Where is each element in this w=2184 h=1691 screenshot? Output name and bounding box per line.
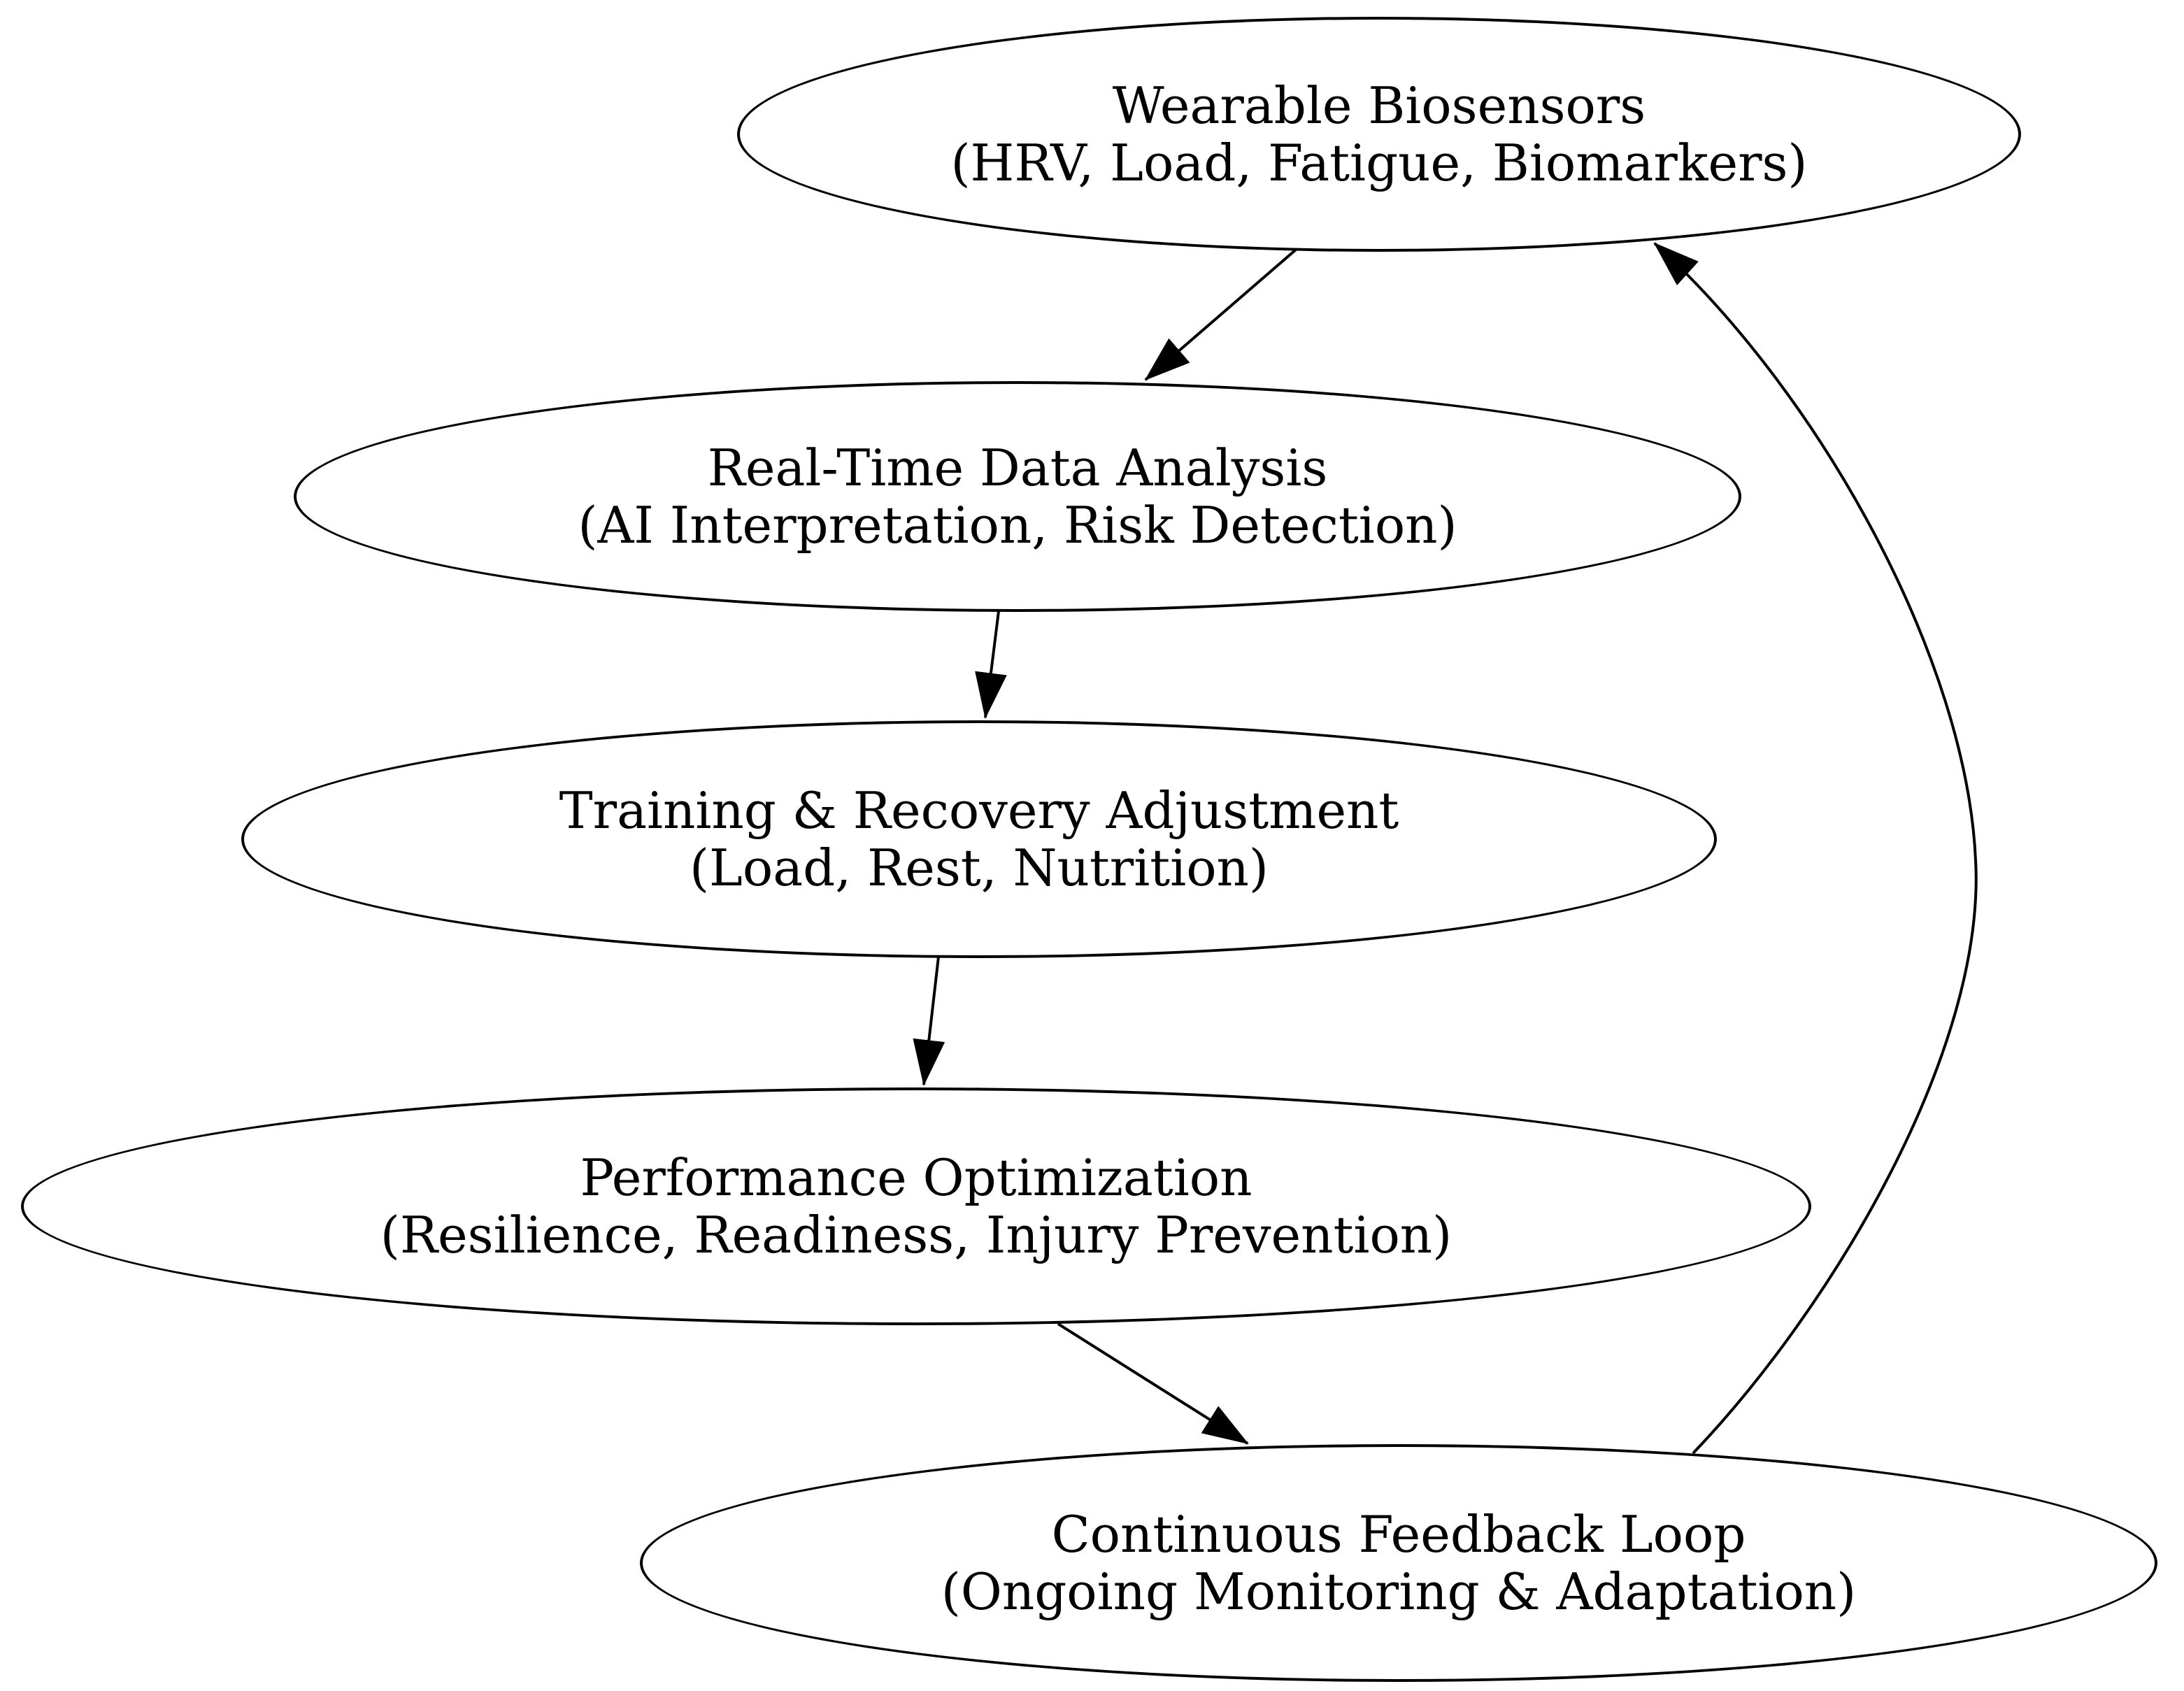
edge-optimization-to-feedback bbox=[1057, 1322, 1249, 1445]
node-sublabel: (AI Interpretation, Risk Detection) bbox=[578, 496, 1457, 555]
node-label: Performance Optimization bbox=[580, 1148, 1252, 1207]
node-label: Training & Recovery Adjustment bbox=[559, 781, 1399, 840]
node-sublabel: (Ongoing Monitoring & Adaptation) bbox=[941, 1562, 1857, 1621]
node-training-recovery-adjustment: Training & Recovery Adjustment (Load, Re… bbox=[241, 720, 1717, 958]
edge-analysis-to-adjustment bbox=[975, 611, 1007, 719]
node-sublabel: (HRV, Load, Fatigue, Biomarkers) bbox=[950, 134, 1808, 192]
node-label: Continuous Feedback Loop bbox=[1051, 1505, 1746, 1564]
node-sublabel: (Resilience, Readiness, Injury Preventio… bbox=[380, 1206, 1453, 1264]
node-label: Real-Time Data Analysis bbox=[707, 438, 1328, 497]
node-label: Wearable Biosensors bbox=[1112, 76, 1646, 135]
node-real-time-data-analysis: Real-Time Data Analysis (AI Interpretati… bbox=[294, 381, 1741, 612]
edge-wearable-to-analysis bbox=[1144, 248, 1297, 381]
node-wearable-biosensors: Wearable Biosensors (HRV, Load, Fatigue,… bbox=[737, 17, 2021, 252]
node-continuous-feedback-loop: Continuous Feedback Loop (Ongoing Monito… bbox=[640, 1444, 2157, 1682]
node-sublabel: (Load, Rest, Nutrition) bbox=[689, 839, 1269, 897]
edge-adjustment-to-optimization bbox=[913, 956, 945, 1086]
node-performance-optimization: Performance Optimization (Resilience, Re… bbox=[21, 1087, 1811, 1325]
edge-feedback-to-wearable bbox=[1653, 242, 1978, 1455]
